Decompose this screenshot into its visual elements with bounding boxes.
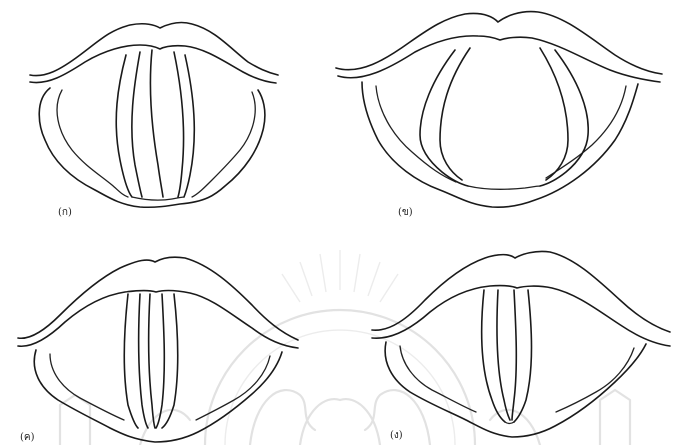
larynx-diagram-a: (ก) (30, 23, 278, 218)
watermark-seal (60, 250, 630, 445)
larynx-diagram-d: (ง) (372, 251, 670, 441)
panel-label-c: (ค) (20, 432, 35, 443)
panel-label-d: (ง) (390, 430, 403, 441)
larynx-diagram-b: (ข) (336, 12, 662, 218)
panel-label-a: (ก) (58, 207, 72, 218)
panel-label-b: (ข) (398, 207, 413, 218)
